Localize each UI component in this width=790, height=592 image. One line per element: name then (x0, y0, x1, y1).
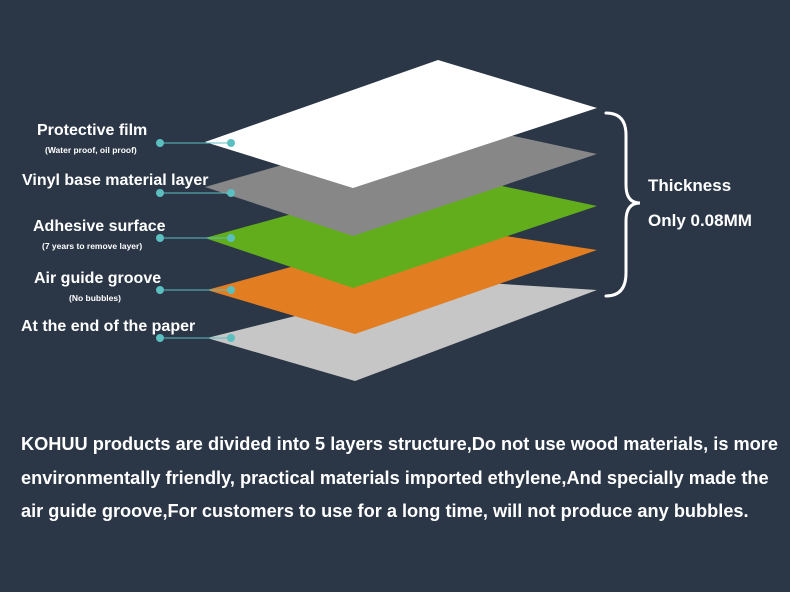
layer-sublabel-adhesive: (7 years to remove layer) (42, 241, 143, 251)
connector-protective (156, 139, 235, 147)
layer-sheet-backing (207, 280, 597, 381)
layer-sheet-air-guide (207, 226, 597, 334)
thickness-title: Thickness (648, 176, 732, 195)
connector-backing (156, 334, 235, 342)
layer-sheet-adhesive (205, 173, 597, 288)
layer-label-air-guide: Air guide groove (34, 270, 162, 287)
layer-label-vinyl: Vinyl base material layer (22, 172, 209, 189)
product-description: KOHUU products are divided into 5 layers… (21, 434, 778, 521)
layer-label-backing: At the end of the paper (21, 318, 196, 335)
connector-air-guide (156, 286, 235, 294)
thickness-brace (604, 111, 641, 298)
connector-vinyl (156, 189, 235, 197)
connector-adhesive (156, 234, 235, 242)
layer-sublabel-air-guide: (No bubbles) (69, 293, 121, 303)
layer-sheet-protective (205, 60, 597, 188)
thickness-value: Only 0.08MM (648, 211, 752, 230)
layer-sheet-vinyl (205, 120, 597, 236)
layer-sublabel-protective: (Water proof, oil proof) (45, 145, 137, 155)
layer-label-protective: Protective film (37, 122, 148, 139)
layer-label-adhesive: Adhesive surface (33, 218, 166, 235)
